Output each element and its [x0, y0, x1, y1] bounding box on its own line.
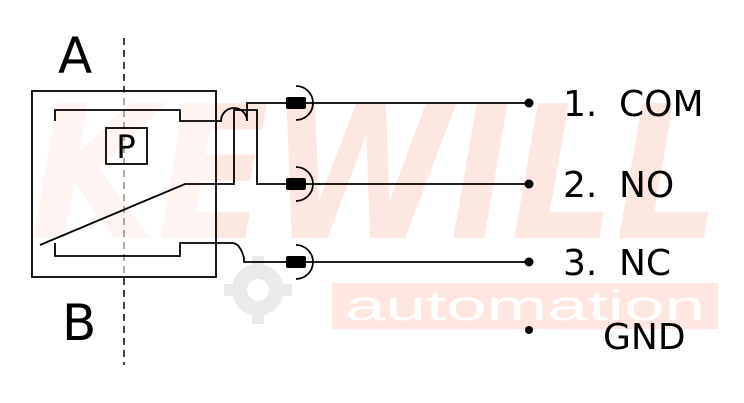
- terminal-number-nc: 3.: [563, 243, 597, 284]
- side-label-b: B: [62, 294, 96, 352]
- terminal-name-no: NO: [619, 165, 674, 206]
- sensor-label: P: [116, 128, 135, 166]
- top-contact: [54, 109, 216, 122]
- terminal-dot-no: [524, 179, 534, 189]
- internal-wiring: [216, 102, 287, 263]
- external-leads: [306, 102, 528, 263]
- terminal-dot-gnd: [525, 326, 533, 334]
- bottom-contact: [54, 242, 216, 257]
- watermark-subtitle-band: [332, 283, 718, 329]
- switch-arm: [39, 121, 235, 246]
- terminal-dots: [524, 98, 534, 334]
- gear-icon: [224, 256, 292, 324]
- terminal-name-gnd: GND: [603, 317, 686, 358]
- switch-housing: [31, 90, 235, 278]
- terminal-name-nc: NC: [619, 243, 671, 284]
- terminal-name-com: COM: [619, 84, 704, 125]
- sensor-box: [105, 127, 148, 165]
- terminal-dot-com: [524, 98, 534, 108]
- connectors: [286, 85, 314, 280]
- terminal-dot-nc: [524, 257, 534, 267]
- terminal-number-com: 1.: [563, 84, 597, 125]
- terminal-labels: 1. COM 2. NO 3. NC GND: [563, 84, 704, 358]
- watermark-subtitle: automation: [345, 282, 705, 329]
- terminal-number-no: 2.: [563, 165, 597, 206]
- side-label-a: A: [58, 27, 92, 85]
